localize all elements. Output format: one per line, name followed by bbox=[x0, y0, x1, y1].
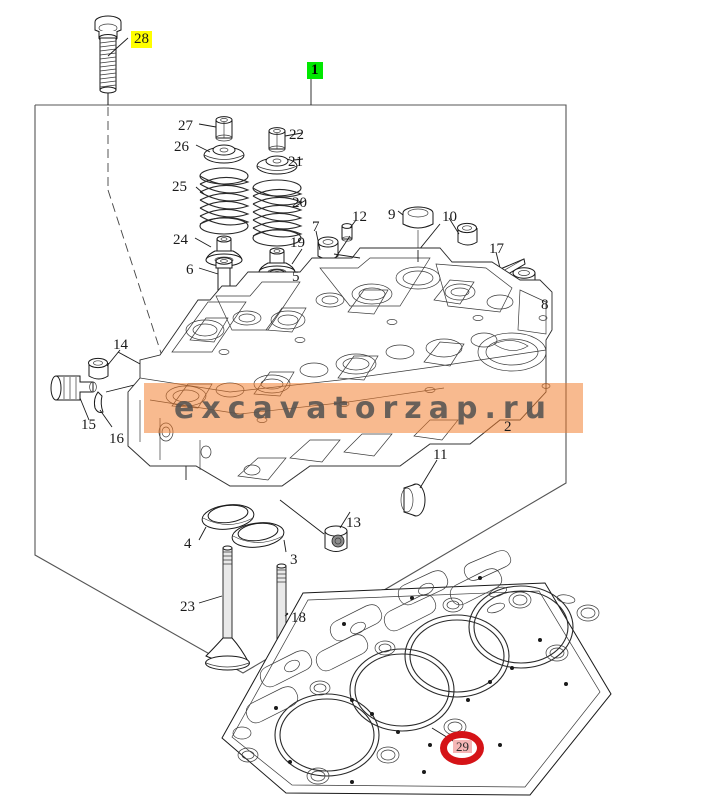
part-20-valve-spring-exhaust bbox=[252, 179, 307, 247]
callout-16[interactable]: 16 bbox=[109, 431, 124, 447]
part-22-valve-cotter-exhaust bbox=[268, 127, 303, 153]
part-10-plug-small-right bbox=[448, 217, 478, 246]
highlight-ring-29 bbox=[440, 731, 484, 765]
part-14-plug-side bbox=[88, 349, 121, 380]
callout-11[interactable]: 11 bbox=[433, 447, 448, 463]
callout-22[interactable]: 22 bbox=[289, 127, 304, 143]
part-12-dowel-pin bbox=[341, 219, 357, 242]
callout-21[interactable]: 21 bbox=[288, 154, 303, 170]
leader-7b bbox=[333, 253, 361, 259]
part-23-intake-valve bbox=[198, 545, 250, 671]
watermark-text: excavatorzap.ru bbox=[174, 390, 553, 426]
callout-12[interactable]: 12 bbox=[352, 209, 367, 225]
callout-14[interactable]: 14 bbox=[113, 337, 128, 353]
callout-13[interactable]: 13 bbox=[346, 515, 361, 531]
callout-26[interactable]: 26 bbox=[174, 139, 189, 155]
callout-20[interactable]: 20 bbox=[292, 195, 307, 211]
part-19-valve-stem-seal-exhaust bbox=[258, 247, 303, 279]
part-9-plug-cap-top bbox=[397, 206, 434, 275]
part-25-valve-spring-intake bbox=[195, 167, 250, 235]
watermark-band bbox=[144, 383, 583, 433]
part-7-core-plug-left bbox=[315, 230, 339, 260]
callout-19[interactable]: 19 bbox=[290, 235, 305, 251]
callout-29[interactable]: 29 bbox=[453, 740, 472, 753]
callout-3[interactable]: 3 bbox=[290, 552, 298, 568]
callout-4[interactable]: 4 bbox=[184, 536, 192, 552]
part-16-sealing-washer bbox=[93, 391, 113, 428]
callout-8[interactable]: 8 bbox=[541, 297, 549, 313]
part-28-cylinder-head-bolt bbox=[94, 15, 129, 94]
callout-15[interactable]: 15 bbox=[81, 417, 96, 433]
part-21-spring-retainer-exhaust bbox=[256, 155, 304, 175]
part-27-valve-cotter-intake bbox=[198, 116, 233, 142]
part-15-screw-plug-large bbox=[50, 375, 97, 421]
part-3-valve-seat-ring-exhaust bbox=[231, 522, 287, 553]
callout-17[interactable]: 17 bbox=[489, 241, 504, 257]
callout-9[interactable]: 9 bbox=[388, 207, 396, 223]
callout-1[interactable]: 1 bbox=[307, 62, 323, 79]
callout-5[interactable]: 5 bbox=[292, 269, 300, 285]
callout-10[interactable]: 10 bbox=[442, 209, 457, 225]
part-4-valve-seat-ring-intake bbox=[198, 504, 255, 541]
callout-25[interactable]: 25 bbox=[172, 179, 187, 195]
callout-27[interactable]: 27 bbox=[178, 118, 193, 134]
callout-2[interactable]: 2 bbox=[504, 419, 512, 435]
part-13-threaded-plug bbox=[279, 499, 351, 552]
callout-28[interactable]: 28 bbox=[131, 31, 152, 48]
callout-18[interactable]: 18 bbox=[291, 610, 306, 626]
part-26-spring-retainer-intake bbox=[195, 144, 245, 164]
callout-24[interactable]: 24 bbox=[173, 232, 188, 248]
callout-6[interactable]: 6 bbox=[186, 262, 194, 278]
part-29-cylinder-head-gasket bbox=[221, 550, 612, 796]
part-2-cylinder-head-body bbox=[127, 247, 553, 487]
part-11-core-plug-front bbox=[400, 459, 438, 517]
callout-7[interactable]: 7 bbox=[312, 219, 320, 235]
callout-23[interactable]: 23 bbox=[180, 599, 195, 615]
diagram-frame bbox=[34, 104, 567, 674]
